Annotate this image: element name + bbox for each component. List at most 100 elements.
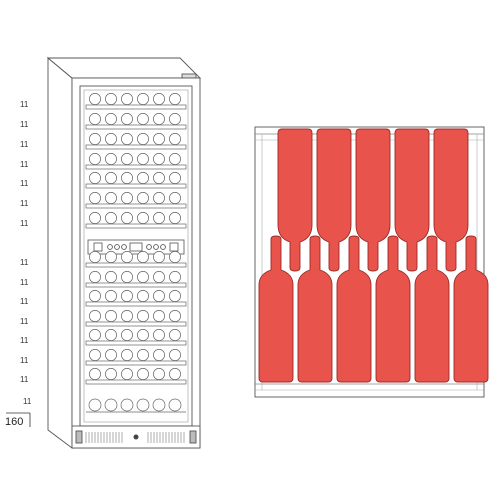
bottle-end-circle bbox=[121, 172, 133, 184]
wine-shelf bbox=[85, 310, 187, 327]
bottle-neck-down bbox=[355, 128, 391, 272]
wine-shelf bbox=[85, 192, 187, 209]
shelf-front-rail bbox=[85, 282, 187, 288]
bottle-end-circle bbox=[121, 113, 133, 125]
capacity-label-shelf-6: 11 bbox=[20, 199, 29, 208]
bottle-end-circle bbox=[153, 290, 165, 302]
capacity-label-shelf-3: 11 bbox=[20, 140, 29, 149]
bottle-end-circle bbox=[137, 310, 149, 322]
bottle-end-circle bbox=[121, 192, 133, 204]
bottle-end-circle bbox=[121, 133, 133, 145]
shelf-capacity-labels: 11 11 11 11 11 11 11 11 11 11 11 11 11 1… bbox=[5, 100, 32, 428]
bottle-end-circle bbox=[153, 93, 165, 105]
bottle-end-circle bbox=[169, 113, 181, 125]
bottle-end-circle bbox=[137, 212, 149, 224]
shelf-front-rail bbox=[85, 360, 187, 366]
bottle-end-circle bbox=[168, 398, 182, 412]
bottle-end-circle bbox=[153, 251, 165, 263]
capacity-label-shelf-13: 11 bbox=[20, 356, 29, 365]
bottle-end-circle bbox=[137, 192, 149, 204]
bottle-neck-down bbox=[394, 128, 430, 272]
control-button-icon bbox=[121, 244, 127, 250]
bottle-end-circle bbox=[169, 271, 181, 283]
bottle-end-circle bbox=[169, 153, 181, 165]
bottle-end-circle bbox=[105, 368, 117, 380]
capacity-label-shelf-14: 11 bbox=[20, 375, 29, 384]
bottle-end-circle bbox=[153, 133, 165, 145]
wine-shelf bbox=[85, 153, 187, 170]
capacity-label-shelf-11: 11 bbox=[20, 317, 29, 326]
bottle-end-circle bbox=[105, 113, 117, 125]
bottle-end-circle bbox=[137, 113, 149, 125]
bottle-end-circle bbox=[137, 93, 149, 105]
shelf-front-rail bbox=[85, 203, 187, 209]
bottle-end-circle bbox=[121, 212, 133, 224]
bottle-end-circle bbox=[137, 349, 149, 361]
bottle-end-circle bbox=[105, 251, 117, 263]
bottle-neck-up bbox=[375, 235, 411, 383]
bottle-arrangement-detail bbox=[254, 126, 489, 398]
capacity-label-bottom-shelf: 11 bbox=[23, 397, 32, 406]
bottle-end-circle bbox=[169, 192, 181, 204]
bottle-end-circle bbox=[153, 368, 165, 380]
wine-shelf bbox=[85, 212, 187, 229]
bottle-end-circle bbox=[153, 271, 165, 283]
bottle-end-circle bbox=[169, 172, 181, 184]
bottle-end-circle bbox=[89, 93, 101, 105]
shelf-front-rail bbox=[85, 262, 187, 268]
capacity-label-shelf-9: 11 bbox=[20, 278, 29, 287]
wine-cabinet bbox=[46, 57, 202, 449]
capacity-label-shelf-10: 11 bbox=[20, 297, 29, 306]
bottle-end-circle bbox=[169, 133, 181, 145]
bottle-end-circle bbox=[169, 310, 181, 322]
capacity-label-shelf-2: 11 bbox=[20, 120, 29, 129]
bottle-end-circle bbox=[153, 192, 165, 204]
door-hinge bbox=[181, 73, 197, 79]
bottle-end-circle bbox=[137, 329, 149, 341]
bottle-end-circle bbox=[153, 212, 165, 224]
bottle-end-circle bbox=[105, 212, 117, 224]
bottle-end-circle bbox=[89, 192, 101, 204]
bottle-end-circle bbox=[89, 153, 101, 165]
bottle-end-circle bbox=[120, 398, 134, 412]
cabinet-side-panel bbox=[47, 57, 73, 449]
control-button-icon bbox=[114, 244, 120, 250]
total-capacity-label: 160 bbox=[5, 416, 23, 428]
bottle-end-circle bbox=[137, 251, 149, 263]
bottle-end-circle bbox=[105, 153, 117, 165]
bottle-end-circle bbox=[121, 271, 133, 283]
bottle-end-circle bbox=[88, 398, 102, 412]
bottle-end-circle bbox=[153, 349, 165, 361]
bottle-neck-up bbox=[453, 235, 489, 383]
shelf-front-rail bbox=[85, 301, 187, 307]
bottle-end-circle bbox=[105, 310, 117, 322]
bottle-end-circle bbox=[153, 153, 165, 165]
shelf-front-rail bbox=[85, 104, 187, 110]
wine-shelf bbox=[85, 172, 187, 189]
capacity-label-shelf-5: 11 bbox=[20, 179, 29, 188]
wine-shelf bbox=[85, 368, 187, 385]
bottle-end-circle bbox=[121, 349, 133, 361]
bottle-end-circle bbox=[105, 349, 117, 361]
bottle-end-circle bbox=[89, 113, 101, 125]
capacity-label-shelf-7: 11 bbox=[20, 219, 29, 228]
wine-shelf bbox=[85, 133, 187, 150]
shelf-front-rail bbox=[85, 379, 187, 385]
display-right-zone bbox=[169, 242, 179, 252]
glass-door-inner-edge bbox=[83, 89, 189, 423]
bottle-end-circle bbox=[89, 368, 101, 380]
control-button-icon bbox=[146, 244, 152, 250]
bottle-end-circle bbox=[105, 290, 117, 302]
wine-shelf bbox=[85, 93, 187, 110]
capacity-label-shelf-4: 11 bbox=[20, 160, 29, 169]
shelf-front-rail bbox=[85, 340, 187, 346]
bottle-end-circle bbox=[153, 113, 165, 125]
bottle-end-circle bbox=[169, 212, 181, 224]
bottle-end-circle bbox=[121, 290, 133, 302]
shelf-front-rail bbox=[85, 183, 187, 189]
wine-shelf-floor bbox=[86, 398, 186, 413]
bottle-neck-up bbox=[336, 235, 372, 383]
bottle-end-circle bbox=[105, 192, 117, 204]
bottle-end-circle bbox=[169, 368, 181, 380]
bottle-end-circle bbox=[137, 368, 149, 380]
